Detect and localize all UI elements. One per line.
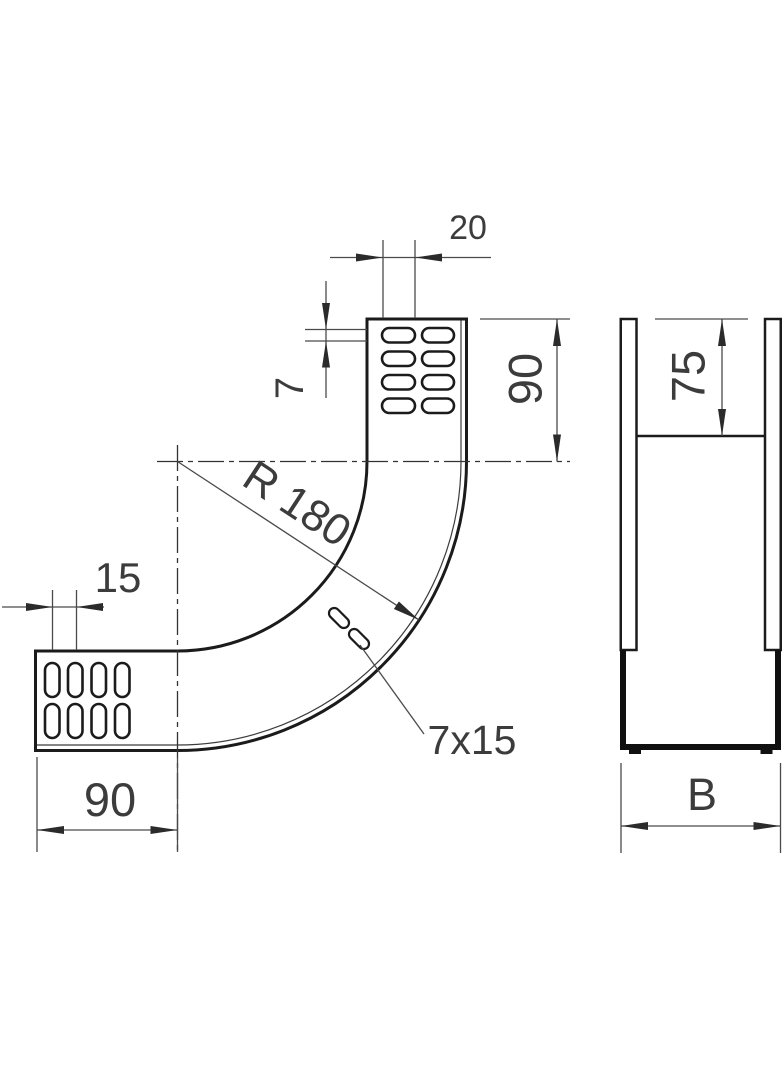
dim-top-width: 20 (330, 209, 491, 318)
arrowhead (356, 253, 383, 262)
material-thickness-line (35, 319, 462, 746)
perforation-slot (420, 397, 456, 415)
dim-tray-width-label: B (687, 769, 717, 820)
perforation-slot (380, 326, 417, 344)
vertical-leg-slots (380, 326, 456, 415)
dim-slot-size: 7x15 (359, 644, 517, 763)
dim-horizontal-leg: 90 (36, 757, 179, 852)
perforation-slot (380, 350, 417, 368)
bend-slots (327, 606, 371, 651)
dim-top-width-label: 20 (449, 209, 487, 247)
dim-rail-height-label: 75 (662, 350, 715, 402)
arrowhead (553, 434, 561, 462)
channel-foot (629, 749, 641, 754)
bend-outer-edge (35, 319, 369, 653)
perforation-slot (420, 350, 456, 368)
dim-slot-pitch: 15 (2, 554, 141, 650)
perforation-slot (380, 373, 417, 391)
dim-horizontal-leg-label: 90 (84, 773, 136, 826)
arrowhead (26, 603, 53, 611)
perforation-slot (43, 661, 61, 699)
horizontal-leg-slots (43, 661, 131, 740)
bend-inner-edge (35, 319, 468, 752)
arrowhead (753, 822, 781, 830)
arrowhead (393, 601, 419, 620)
arrowhead (553, 319, 561, 346)
dim-slot-height-label: 7 (268, 377, 312, 399)
dim-rail-height: 75 (655, 318, 748, 436)
dim-slot-height: 7 (268, 281, 367, 399)
arrowhead (718, 409, 726, 436)
perforation-slot (327, 606, 351, 630)
arrowhead (322, 341, 330, 368)
channel-foot (760, 749, 773, 754)
arrowhead (718, 319, 726, 346)
dim-tray-width: B (620, 763, 782, 853)
perforation-slot (90, 661, 108, 699)
side-rail-left (619, 317, 638, 652)
perforation-slot (380, 397, 417, 415)
perforation-slot (420, 373, 456, 391)
perforation-slot (66, 702, 84, 740)
dim-vertical-leg-label: 90 (499, 353, 552, 405)
perforation-slot (43, 702, 61, 740)
perforation-slot (113, 702, 131, 740)
arrowhead (322, 303, 330, 330)
dim-slot-size-label: 7x15 (428, 717, 517, 763)
side-rail-right (763, 317, 782, 652)
front-view (34, 317, 570, 853)
perforation-slot (90, 702, 108, 740)
perforation-slot (113, 661, 131, 699)
dim-slot-pitch-label: 15 (95, 554, 142, 601)
perforation-slot (66, 661, 84, 699)
dim-vertical-leg: 90 (480, 318, 570, 462)
channel-profile (620, 650, 781, 750)
arrowhead (76, 603, 103, 611)
arrowhead (37, 826, 64, 834)
side-view: 75 B (619, 317, 782, 853)
arrowhead (621, 822, 648, 830)
perforation-slot (420, 326, 456, 344)
arrowhead (150, 826, 178, 834)
arrowhead (415, 253, 442, 262)
perforation-slot (347, 627, 371, 651)
